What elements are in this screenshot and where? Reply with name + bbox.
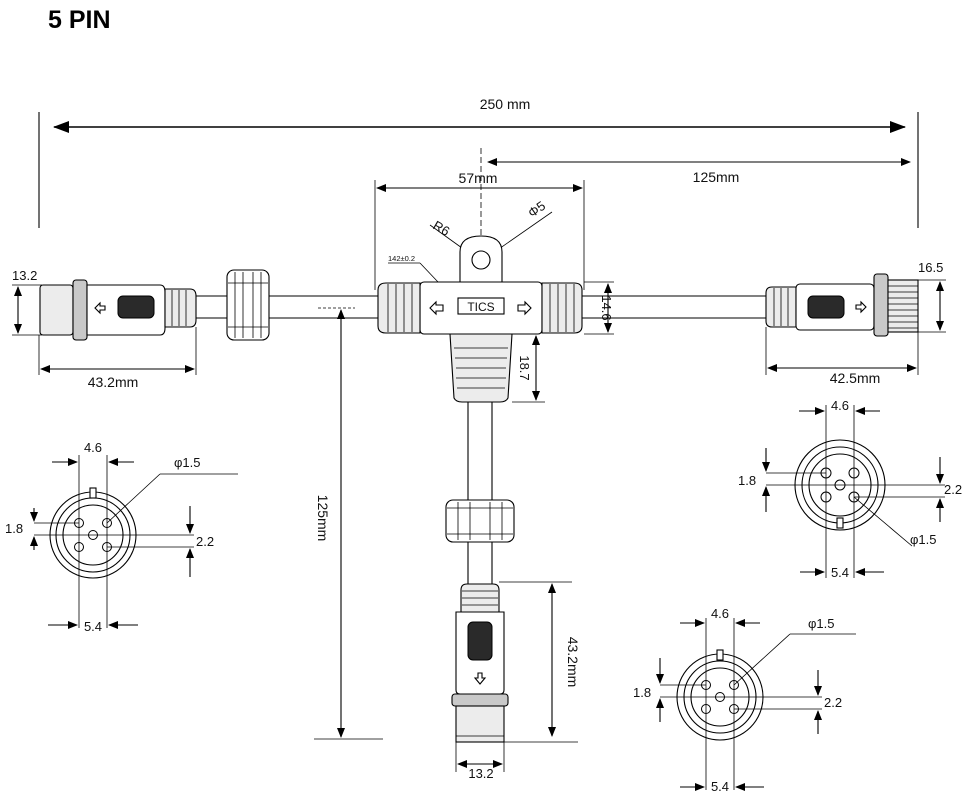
- dim-bottom-length: 43.2mm: [499, 581, 581, 743]
- dim-total-length: 250 mm: [38, 96, 919, 228]
- tee-connector-body: TICS: [194, 235, 766, 500]
- pin-right-pin-label: φ1.5: [910, 532, 937, 547]
- dim-body-width: 57mm: [374, 170, 585, 290]
- dim-bottom-diameter: 13.2: [455, 742, 505, 781]
- page-title: 5 PIN: [48, 6, 111, 34]
- pin-bottom-pin-label: φ1.5: [808, 616, 835, 631]
- pin-left-bottom-label: 5.4: [84, 619, 102, 634]
- dim-vertical-branch: 125mm: [314, 307, 383, 740]
- right-connector: [765, 273, 919, 337]
- dim-right-diameter: 16.5: [918, 260, 946, 333]
- dim-branch-length-label: 125mm: [693, 169, 740, 185]
- dim-tolerance: 142±0.2: [388, 254, 439, 283]
- dim-body-height: 14.6: [584, 281, 614, 335]
- left-connector: [39, 279, 197, 341]
- bottom-coupling-nut: [445, 499, 515, 584]
- dim-vertical-branch-label: 125mm: [315, 495, 331, 542]
- bottom-connector: [451, 583, 509, 743]
- dim-left-length: 43.2mm: [38, 327, 197, 390]
- pin-left-top-label: 4.6: [84, 440, 102, 455]
- dim-radius: R6: [429, 218, 463, 249]
- pin-left-pin-label: φ1.5: [174, 455, 201, 470]
- dim-stem-length-label: 18.7: [517, 355, 532, 380]
- pin-view-left: 4.6 5.4 1.8 2.2 φ1.5: [5, 440, 238, 634]
- dim-left-length-label: 43.2mm: [88, 374, 139, 390]
- dim-body-height-label: 14.6: [599, 295, 614, 320]
- dim-stem-length: 18.7: [512, 335, 545, 403]
- pin-left-right-label: 2.2: [196, 534, 214, 549]
- dim-branch-length: 125mm: [480, 148, 911, 248]
- dim-left-diameter: 13.2: [12, 268, 42, 336]
- dim-right-length-label: 42.5mm: [830, 370, 881, 386]
- pin-right-top-label: 4.6: [831, 398, 849, 413]
- pin-right-bottom-label: 5.4: [831, 565, 849, 580]
- pin-view-right: 4.6 5.4 1.8 2.2 φ1.5: [738, 398, 962, 580]
- dim-bottom-length-label: 43.2mm: [565, 637, 581, 688]
- pin-bottom-top-label: 4.6: [711, 606, 729, 621]
- left-coupling-nut: [226, 269, 270, 341]
- dim-bottom-diameter-label: 13.2: [468, 766, 493, 781]
- pin-bottom-left-label: 1.8: [633, 685, 651, 700]
- dim-radius-label: R6: [431, 218, 453, 239]
- dim-body-width-label: 57mm: [459, 170, 498, 186]
- pin-view-bottom: 4.6 5.4 1.8 2.2 φ1.5: [633, 606, 856, 794]
- dim-right-length: 42.5mm: [765, 327, 919, 386]
- dim-right-diameter-label: 16.5: [918, 260, 943, 275]
- dim-total-length-label: 250 mm: [480, 96, 531, 112]
- dim-hole: Φ5: [495, 198, 553, 252]
- dim-left-diameter-label: 13.2: [12, 268, 37, 283]
- pin-right-right-label: 2.2: [944, 482, 962, 497]
- pin-left-left-label: 1.8: [5, 521, 23, 536]
- dim-tolerance-label: 142±0.2: [388, 254, 415, 263]
- brand-label: TICS: [467, 300, 494, 314]
- pin-right-left-label: 1.8: [738, 473, 756, 488]
- pin-bottom-bottom-label: 5.4: [711, 779, 729, 794]
- pin-bottom-right-label: 2.2: [824, 695, 842, 710]
